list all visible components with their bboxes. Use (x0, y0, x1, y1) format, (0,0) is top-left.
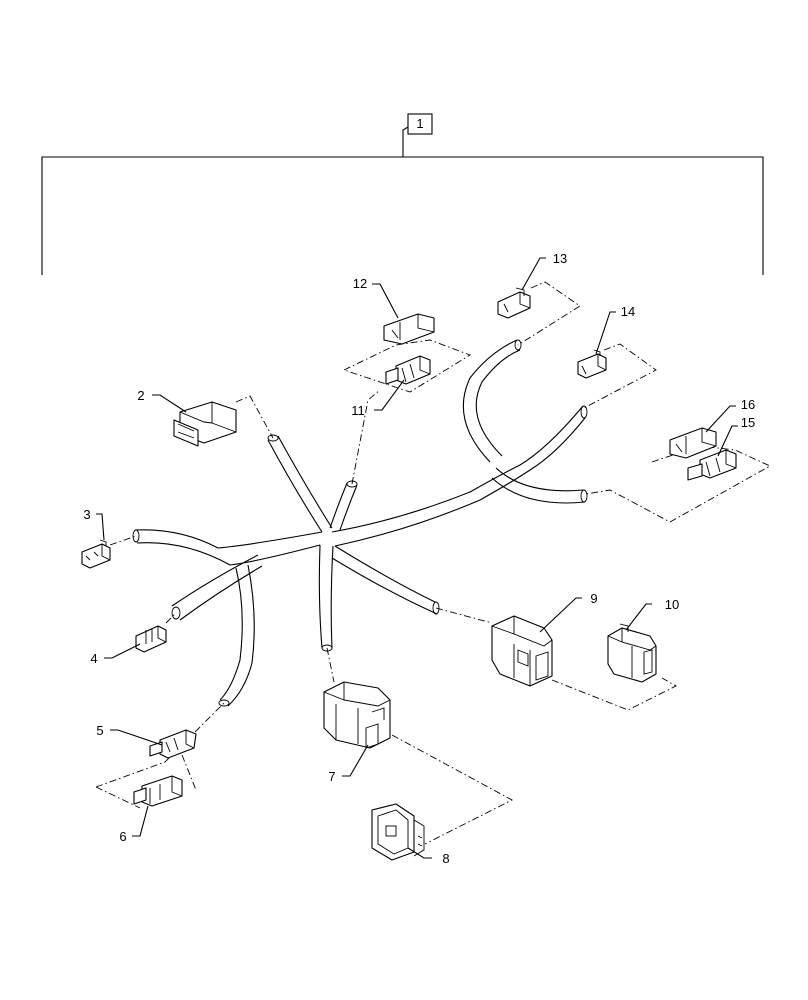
assembly-bracket (41, 113, 764, 275)
callout-15: 15 (741, 415, 755, 430)
connector-7 (323, 681, 391, 749)
connector-15 (687, 449, 737, 481)
connector-14 (577, 349, 607, 379)
connector-8 (371, 803, 425, 861)
callout-5: 5 (96, 723, 103, 738)
callout-11: 11 (351, 403, 365, 418)
leader-lines (96, 257, 738, 859)
callout-7: 7 (328, 769, 335, 784)
harness-wires (132, 339, 588, 707)
connector-9 (491, 615, 553, 687)
callout-13: 13 (553, 251, 567, 266)
connector-10 (607, 623, 657, 683)
connector-13 (497, 287, 531, 319)
callout-1: 1 (416, 116, 423, 131)
callout-9: 9 (590, 591, 597, 606)
connector-3 (81, 539, 111, 569)
callout-12: 12 (353, 276, 367, 291)
callout-14: 14 (621, 304, 635, 319)
connector-16 (669, 427, 717, 459)
callout-3: 3 (83, 507, 90, 522)
callout-10: 10 (665, 597, 679, 612)
callout-2: 2 (137, 388, 144, 403)
connector-2 (173, 401, 237, 447)
connector-11 (385, 355, 431, 385)
callout-8: 8 (442, 851, 449, 866)
callout-4: 4 (90, 651, 97, 666)
callout-16: 16 (741, 397, 755, 412)
connection-dash-lines (95, 281, 771, 845)
connector-6 (133, 775, 183, 807)
connector-5 (149, 729, 197, 759)
connector-12 (383, 313, 435, 345)
connector-4 (135, 625, 167, 653)
callout-6: 6 (119, 829, 126, 844)
